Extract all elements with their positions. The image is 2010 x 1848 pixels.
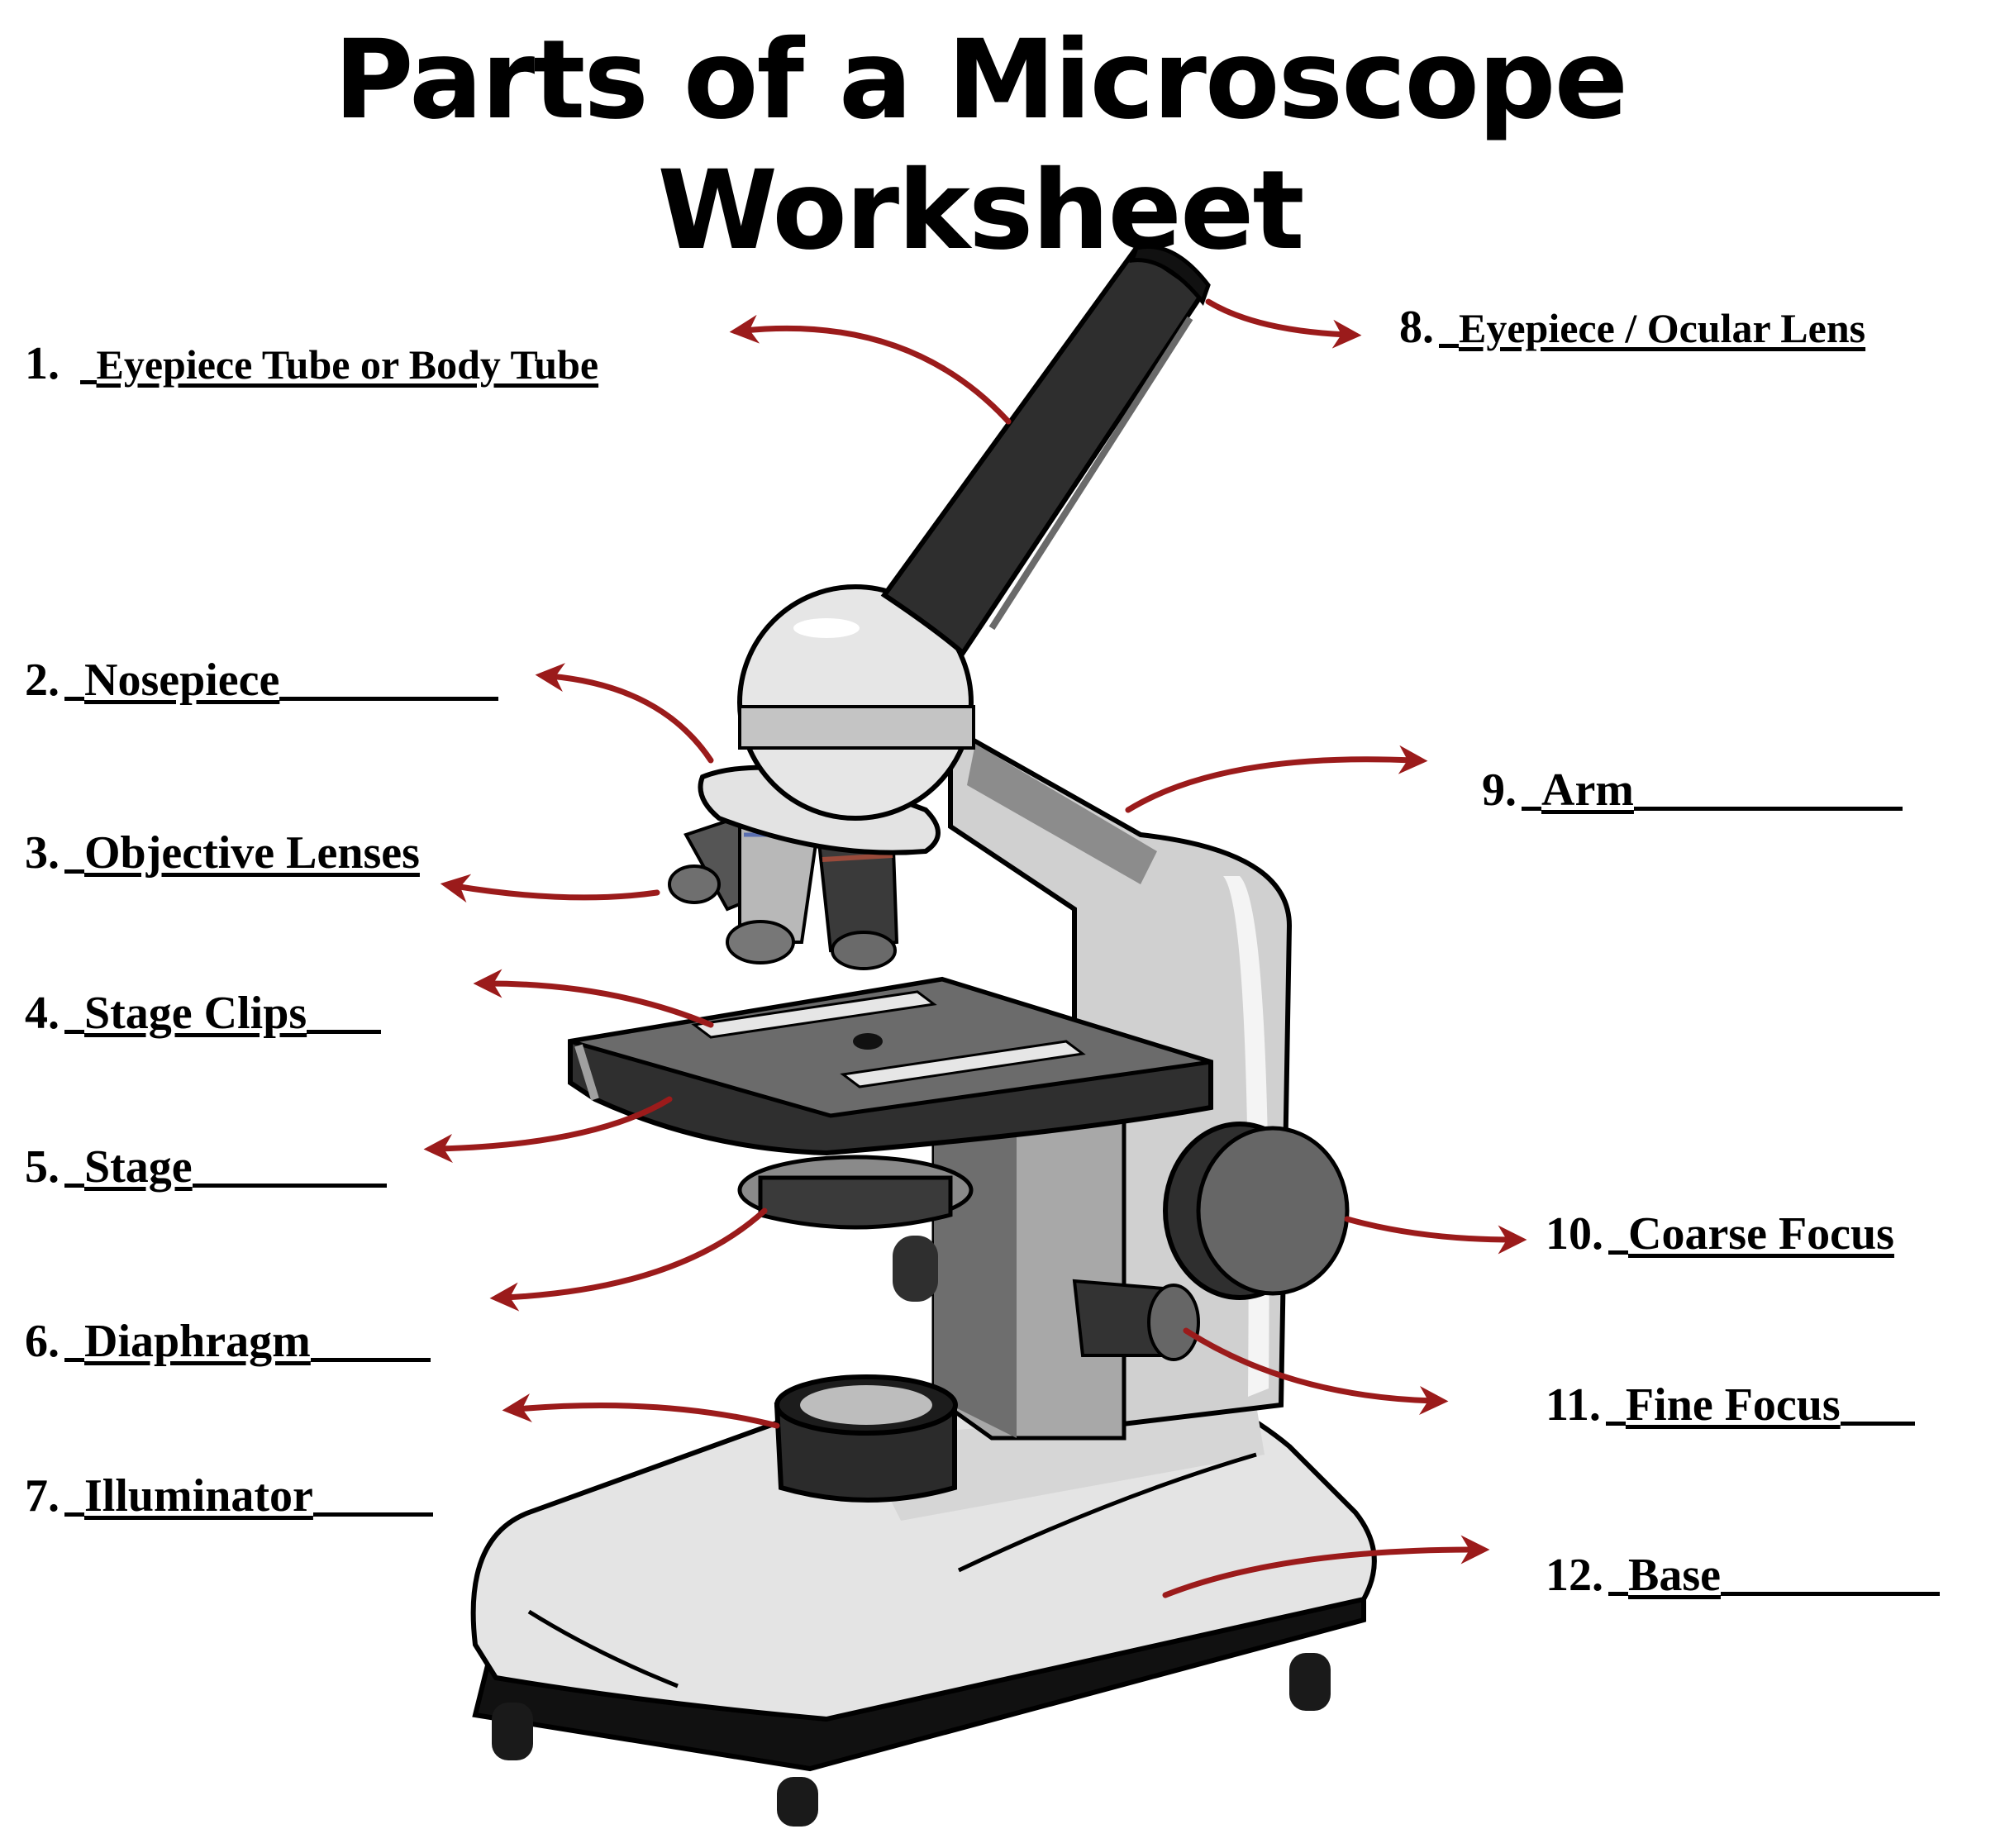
label-9-answer: Arm — [1541, 764, 1634, 816]
label-5: 5. Stage — [25, 1144, 387, 1190]
label-11-number: 11. — [1546, 1379, 1601, 1431]
stage-part — [568, 976, 1213, 1156]
label-8: 8. Eyepiece / Ocular Lens — [1399, 304, 1865, 350]
arrow-8 — [1205, 298, 1362, 349]
pointer-arrows — [423, 298, 1527, 1598]
label-5-answer: Stage — [84, 1141, 193, 1193]
arrow-4 — [473, 969, 714, 1028]
arrow-6 — [489, 1207, 768, 1312]
label-8-answer: Eyepiece / Ocular Lens — [1459, 305, 1866, 351]
label-12-number: 12. — [1546, 1550, 1603, 1601]
label-4: 4. Stage Clips — [25, 988, 382, 1039]
fine-focus-knob — [893, 1236, 1200, 1361]
label-3: 3. Objective Lenses — [25, 830, 420, 876]
objective-lenses-part — [668, 816, 899, 970]
label-11: 11. Fine Focus — [1546, 1382, 1915, 1428]
base-part — [470, 1369, 1377, 1827]
arrow-2 — [535, 663, 714, 764]
arrow-1 — [729, 314, 1012, 425]
eyepiece-tube-part — [880, 244, 1211, 657]
label-2-number: 2. — [25, 655, 60, 706]
label-4-number: 4. — [25, 988, 60, 1039]
label-1-answer: Eyepiece Tube or Body Tube — [96, 341, 599, 388]
illuminator-part — [774, 1374, 958, 1503]
head-part — [737, 584, 975, 821]
arrow-10 — [1344, 1216, 1527, 1255]
label-3-answer: Objective Lenses — [84, 827, 420, 879]
arrow-5 — [423, 1096, 673, 1164]
label-10-number: 10. — [1546, 1208, 1603, 1260]
label-8-number: 8. — [1399, 302, 1434, 353]
label-9-number: 9. — [1482, 764, 1517, 816]
diaphragm-part — [737, 1155, 974, 1230]
label-2: 2. Nosepiece — [25, 655, 499, 706]
label-4-answer: Stage Clips — [84, 988, 307, 1039]
label-12-answer: Base — [1628, 1550, 1721, 1601]
label-1-number: 1. — [25, 338, 60, 389]
label-6-number: 6. — [25, 1316, 60, 1367]
coarse-focus-knob — [1163, 1122, 1350, 1300]
label-12: 12. Base — [1546, 1552, 1940, 1598]
label-6: 6. Diaphragm — [25, 1318, 431, 1365]
label-3-number: 3. — [25, 827, 60, 879]
label-10: 10. Coarse Focus — [1546, 1211, 1894, 1257]
arrow-9 — [1125, 745, 1428, 813]
label-7-answer: Illuminator — [84, 1470, 313, 1522]
arrow-7 — [502, 1393, 780, 1429]
label-9: 9. Arm — [1482, 767, 1903, 813]
label-10-answer: Coarse Focus — [1628, 1208, 1894, 1260]
label-2-answer: Nosepiece — [84, 655, 280, 706]
label-5-number: 5. — [25, 1141, 60, 1193]
arrow-3 — [440, 874, 660, 903]
arrow-12 — [1162, 1535, 1490, 1598]
label-1: 1. Eyepiece Tube or Body Tube — [25, 341, 598, 387]
label-7: 7. Illuminator — [25, 1473, 433, 1519]
worksheet-title: Parts of a Microscope Worksheet — [333, 17, 1628, 275]
arrow-11 — [1183, 1327, 1449, 1415]
label-7-number: 7. — [25, 1470, 60, 1522]
label-6-answer: Diaphragm — [84, 1316, 311, 1367]
label-11-answer: Fine Focus — [1625, 1379, 1841, 1431]
